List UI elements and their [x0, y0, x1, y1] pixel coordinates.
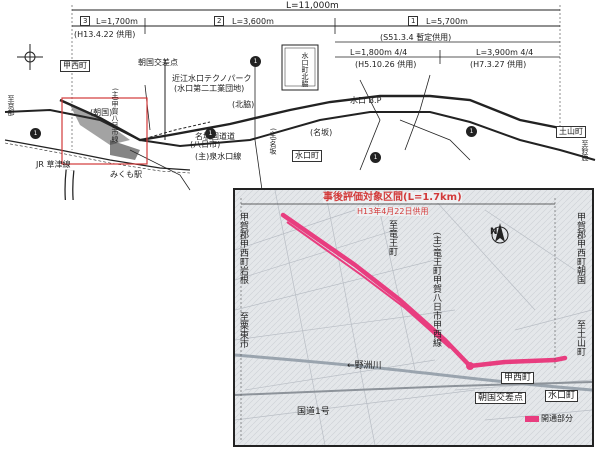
minakuchi-town-box: 水口町: [292, 150, 322, 162]
inset-map-frame: 事後評価対象区間(L=1.7km) H13年4月22日供用 甲賀郡甲西町岩根 甲…: [233, 188, 594, 447]
north-arrow-icon: N: [490, 227, 498, 237]
yokaichi-vertical: (主)甲賀八日市線: [111, 88, 119, 143]
segment-3-note: (H13.4.22 供用): [74, 30, 136, 39]
sub-note-1: (H5.10.26 供用): [355, 60, 417, 69]
route-marker-4: 1: [205, 128, 216, 139]
inset-legend-label: 開通部分: [541, 414, 573, 423]
inset-title: 事後評価対象区間(L=1.7km): [323, 192, 462, 203]
tsuchiyama-town-box: 土山町: [556, 126, 586, 138]
inset-left-top: 甲賀郡甲西町岩根: [238, 212, 248, 284]
inset-left-bottom: 至栗東市: [238, 312, 248, 348]
tech-park-vertical: 水口町北脇: [301, 52, 309, 87]
sagawa-label: (朝国): [90, 108, 113, 117]
segment-1-id: 1: [408, 16, 419, 26]
kosai-town-box: 甲西町: [60, 60, 90, 72]
route-marker-1: 1: [30, 128, 41, 139]
route-marker-2: 1: [250, 56, 261, 67]
nawa-vertical: (主)名坂: [269, 128, 277, 155]
segment-3-length: L=1,700m: [96, 17, 138, 26]
asakuni-label: 朝国交差点: [138, 58, 178, 67]
inset-road-label: (主)竜王町甲賀八日市甲西線: [431, 232, 441, 348]
bypass-label: 水口 B.P: [350, 96, 382, 105]
overview-map: [4, 5, 596, 200]
inset-right-top: 甲賀郡甲西町朝国: [575, 212, 585, 284]
sub-length-1: L=1,800m 4/4: [350, 48, 408, 57]
inset-route1-label: 国道1号: [297, 407, 330, 417]
total-length-label: L=11,000m: [286, 1, 339, 11]
sub-note-2: (H7.3.27 供用): [470, 60, 527, 69]
segment-2-length: L=3,600m: [232, 17, 274, 26]
inset-minakuchi-box: 水口町: [545, 390, 579, 402]
mikumo-station-label: みくも駅: [110, 170, 142, 179]
inset-river-label: ←野洲川: [347, 361, 382, 371]
segment-2-id: 2: [214, 16, 225, 26]
inset-subtitle: H13年4月22日供用: [357, 207, 429, 216]
route-marker-3: 1: [466, 126, 477, 137]
tech-park-label: 近江水口テクノパーク: [172, 74, 252, 83]
inset-right-mid: 至土山町: [575, 320, 585, 356]
sub-length-2: L=3,900m 4/4: [476, 48, 534, 57]
segment-1-length: L=5,700m: [426, 17, 468, 26]
to-kyoto-label: 至京都: [7, 95, 15, 116]
to-suzuka-label: 至鈴鹿: [581, 140, 589, 161]
route-marker-5: 1: [370, 152, 381, 163]
tech-park-sub-label: (水口第二工業団地): [174, 84, 245, 93]
jr-line-label: JR 草津線: [36, 160, 71, 169]
inset-asakuni-box: 朝国交差点: [475, 392, 527, 404]
kitawaki-label: (北脇): [232, 100, 255, 109]
aiai-label: (八日市): [190, 140, 221, 149]
inset-map-svg: [235, 190, 592, 445]
inset-kosai-box: 甲西町: [501, 372, 535, 384]
segment-3-id: 3: [80, 16, 91, 26]
inset-ryuo-label: 至竜王町: [387, 220, 397, 256]
izumi-road-label: (主)泉水口線: [195, 152, 242, 161]
nawa-label: (名坂): [310, 128, 333, 137]
s51-note: (S51.3.4 暫定供用): [380, 33, 452, 42]
